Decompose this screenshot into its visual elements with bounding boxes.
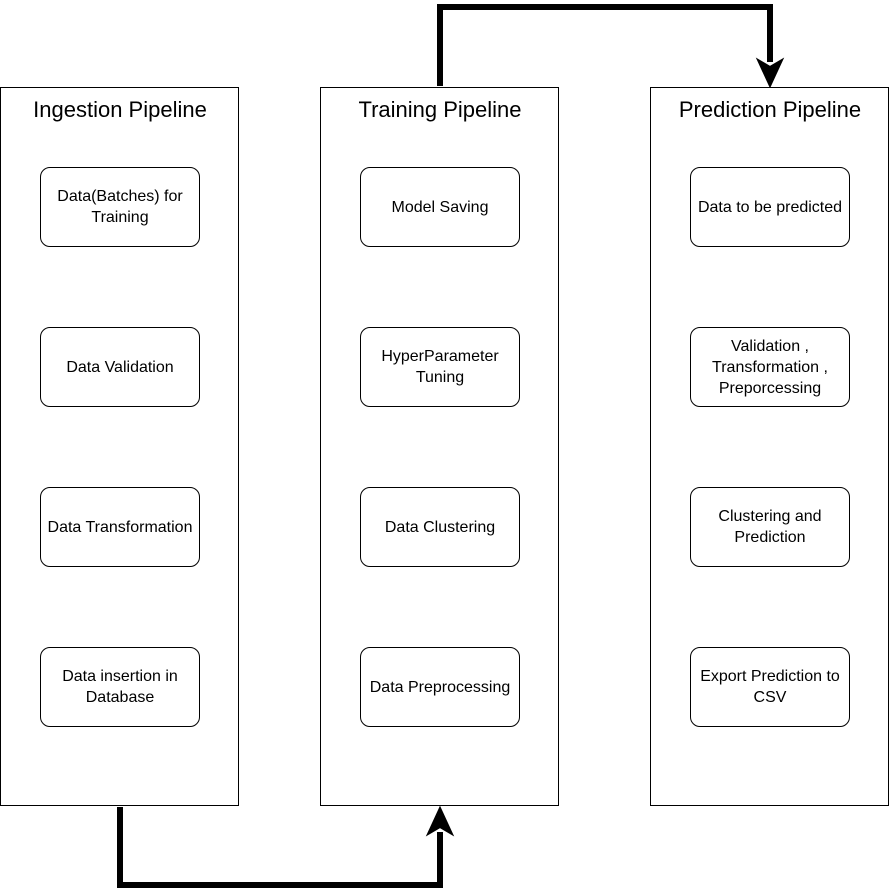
lane-title-training: Training Pipeline bbox=[358, 97, 522, 122]
lane-title-ingestion: Ingestion Pipeline bbox=[33, 97, 207, 122]
node-training-hyperparameter-tuning: HyperParameter Tuning bbox=[360, 327, 520, 407]
node-ingestion-data-transformation: Data Transformation bbox=[40, 487, 200, 567]
node-prediction-clustering: Clustering and Prediction bbox=[690, 487, 850, 567]
node-prediction-data-to-predict: Data to be predicted bbox=[690, 167, 850, 247]
node-prediction-validation: Validation , Transformation , Preporcess… bbox=[690, 327, 850, 407]
node-ingestion-data-batches: Data(Batches) for Training bbox=[40, 167, 200, 247]
connector-training-to-prediction-arrowhead bbox=[755, 57, 785, 89]
connector-training-to-prediction bbox=[437, 4, 773, 86]
node-ingestion-data-validation: Data Validation bbox=[40, 327, 200, 407]
node-training-data-clustering: Data Clustering bbox=[360, 487, 520, 567]
lane-title-prediction: Prediction Pipeline bbox=[678, 97, 862, 122]
node-training-model-saving: Model Saving bbox=[360, 167, 520, 247]
node-ingestion-data-insertion: Data insertion in Database bbox=[40, 647, 200, 727]
connector-ingestion-to-training bbox=[117, 807, 443, 888]
node-prediction-export: Export Prediction to CSV bbox=[690, 647, 850, 727]
node-training-data-preprocessing: Data Preprocessing bbox=[360, 647, 520, 727]
connector-ingestion-to-training-arrowhead bbox=[425, 805, 455, 837]
